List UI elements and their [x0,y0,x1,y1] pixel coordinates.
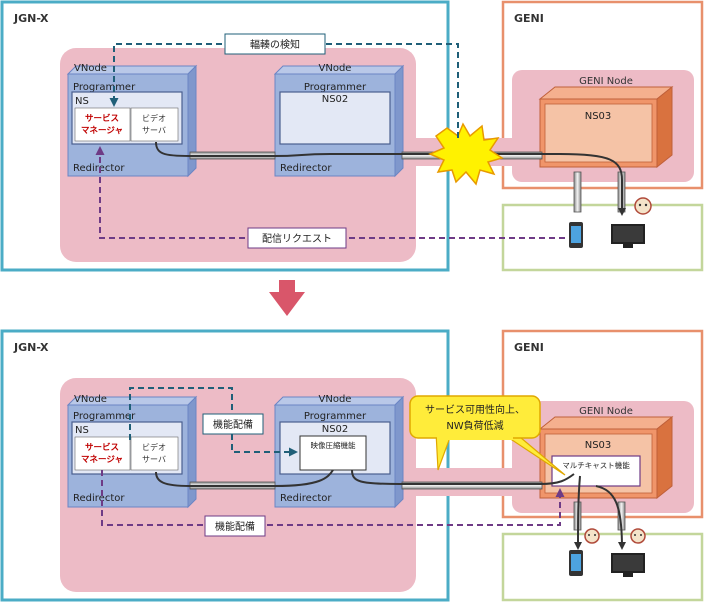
client-region-2 [501,532,704,602]
smartphone-icon-2 [569,550,583,576]
compress-function-box [299,435,367,471]
monitor-icon [611,224,645,248]
flow-path-b4 [595,485,626,550]
video-server-text-1ba: ビデオ [142,442,166,452]
ns-box-2 [279,91,391,145]
redirector-label-1b: Redirector [73,493,125,504]
multicast-function-box [551,455,641,487]
callout-line-2: NW負荷低減 [446,419,503,432]
service-manager-text-1bb: マネージャ [81,454,123,465]
programmer-label-1: Programmer [73,82,136,93]
deploy-path-2 [101,470,565,526]
flow-path-b1 [155,469,334,487]
service-manager-box-1b [74,436,131,471]
pipe-vnode2-geni-b [401,481,543,490]
ns03-label: NS03 [585,111,612,122]
vnode-1: VNode Programmer NS サービス マネージャ ビデオ サーバ R… [66,63,198,178]
service-manager-text-1b: マネージャ [81,125,123,136]
ns-label-1: NS [75,96,89,107]
flow-path [155,141,626,216]
video-server-box-1 [130,107,179,142]
video-server-text-1a: ビデオ [142,113,166,123]
ns-label-2: NS02 [322,94,349,105]
compress-function-label: 映像圧縮機能 [311,440,356,450]
smartphone-icon [569,222,583,248]
congestion-label: 輻輳の検知 [250,38,300,51]
request-label: 配信リクエスト [262,233,332,245]
deploy-path-1 [129,387,298,457]
viewer-face-icon-2 [584,528,600,544]
bottom-panel: JGN-X GENI VNode Programmer NS サービス マネージ… [0,329,704,602]
ns-label-2b: NS02 [322,424,349,435]
request-label-box [247,227,347,249]
benefit-callout: サービス可用性向上、 NW負荷低減 [409,395,566,476]
viewer-face-icon-3 [630,528,646,544]
video-server-text-1bb: サーバ [142,455,166,464]
client-region [501,203,704,272]
deploy-label-1: 機能配備 [213,418,253,431]
deploy-label-2: 機能配備 [215,520,255,533]
vnode-2-title: VNode [319,63,352,74]
vnode-2b-title: VNode [319,394,352,405]
vnode-1b-title: VNode [74,394,107,405]
vnode-1-title: VNode [74,63,107,74]
monitor-icon-2 [611,553,645,577]
viewer-face-icon [634,197,652,215]
vnode-2: VNode Programmer NS02 Redirector [273,63,405,178]
vnode-2-bottom: VNode Programmer NS02 映像圧縮機能 Redirector [273,394,405,509]
service-manager-text-1ba: サービス [85,442,119,453]
jgn-label-2: JGN-X [13,341,49,354]
flow-path-b3 [574,475,583,550]
geni-label: GENI [514,12,544,25]
ns03-label-2: NS03 [585,440,612,451]
ns-label-1b: NS [75,425,89,436]
geni-node: GENI Node NS03 [538,76,674,169]
callout-line-1: サービス可用性向上、 [425,403,525,416]
service-manager-text-1a: サービス [85,113,119,124]
deploy-label-2-box [204,515,266,537]
vnode-1-bottom: VNode Programmer NS サービス マネージャ ビデオ サーバ R… [66,394,198,509]
programmer-label-2b: Programmer [304,411,367,422]
programmer-label-2: Programmer [304,82,367,93]
deploy-label-1-box [202,413,264,435]
service-manager-box-1 [74,107,131,142]
geni-node-bottom: GENI Node NS03 マルチキャスト機能 [538,406,674,500]
programmer-label-1b: Programmer [73,411,136,422]
pipe-geni-phone [573,171,582,213]
congestion-label-box [224,33,326,55]
ns03-box [544,103,653,163]
multicast-function-label: マルチキャスト機能 [562,460,630,470]
video-server-box-1b [130,436,179,471]
flow-path-b2 [351,469,575,485]
geni-label-2: GENI [514,341,544,354]
transition-arrow-icon [269,280,305,316]
delivery-request-path [95,146,565,239]
geni-node-label: GENI Node [579,76,633,87]
video-server-text-1b: サーバ [142,126,166,135]
redirector-label-2b: Redirector [280,493,332,504]
top-panel: JGN-X GENI VNode Programmer NS サービス マネージ… [0,0,704,272]
jgn-label: JGN-X [13,12,49,25]
geni-node-label-2: GENI Node [579,406,633,417]
congestion-explosion-icon [428,122,504,186]
redirector-label-2: Redirector [280,163,332,174]
